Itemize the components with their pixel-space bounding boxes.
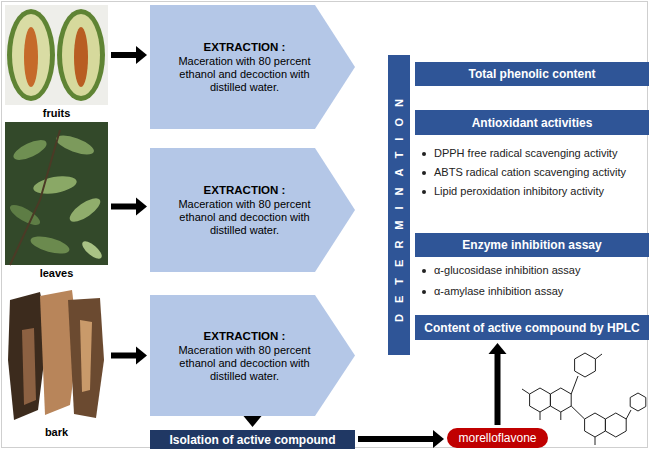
- photo-caption: fruits: [1, 107, 112, 119]
- flow-arrow: [111, 46, 147, 64]
- bullet-dot: [422, 269, 426, 273]
- arrow-head: [136, 46, 147, 64]
- section-header: Total phenolic content: [415, 62, 649, 86]
- step-description: Maceration with 80 percent ethanol and d…: [160, 344, 329, 383]
- box-label: Isolation of active compound: [169, 433, 335, 447]
- step-description: Maceration with 80 percent ethanol and d…: [160, 198, 329, 237]
- arrow-shaft: [111, 204, 138, 210]
- bullet-item: Lipid peroxidation inhibitory activity: [422, 185, 645, 198]
- section-header: Enzyme inhibition assay: [415, 233, 649, 257]
- bullet-text: DPPH free radical scavenging activity: [434, 147, 617, 160]
- extraction-chevron: EXTRACTION :Maceration with 80 percent e…: [150, 148, 355, 272]
- bullet-text: α-glucosidase inhibition assay: [434, 264, 580, 277]
- bark-photo-art: [8, 290, 104, 420]
- arrow-head: [136, 198, 147, 216]
- flow-arrow: [244, 416, 262, 427]
- step-title: EXTRACTION :: [204, 40, 286, 54]
- bullet-item: ABTS radical cation scavenging activity: [422, 166, 645, 179]
- extraction-text: EXTRACTION :Maceration with 80 percent e…: [160, 5, 329, 129]
- arrow-shaft: [111, 52, 138, 58]
- bullet-item: α-glucosidase inhibition assay: [422, 264, 645, 277]
- fruit-photo: fruits: [5, 5, 108, 105]
- bark-photo: bark: [5, 288, 108, 424]
- leaf-photo-art: [5, 122, 108, 265]
- box-label: Content of active compound by HPLC: [424, 321, 639, 335]
- bullet-item: DPPH free radical scavenging activity: [422, 147, 645, 160]
- arrow-shaft: [358, 436, 435, 442]
- extraction-text: EXTRACTION :Maceration with 80 percent e…: [160, 148, 329, 272]
- box-label: Total phenolic content: [468, 67, 595, 81]
- step-title: EXTRACTION :: [204, 329, 286, 343]
- flow-arrow: [111, 347, 147, 365]
- extraction-chevron: EXTRACTION :Maceration with 80 percent e…: [150, 295, 355, 416]
- chevron-outline: [150, 295, 355, 416]
- box-label: Enzyme inhibition assay: [462, 238, 601, 252]
- extraction-text: EXTRACTION :Maceration with 80 percent e…: [160, 295, 329, 416]
- vertical-label: DETERMINATION: [393, 88, 405, 322]
- box-label: morelloflavone: [458, 431, 536, 445]
- flow-arrow: [489, 343, 507, 425]
- bullet-item: α-amylase inhibition assay: [422, 285, 645, 298]
- arrow-head: [489, 343, 507, 354]
- bullet-text: Lipid peroxidation inhibitory activity: [434, 185, 604, 198]
- photo-caption: bark: [1, 426, 112, 438]
- section-header: Antioxidant activities: [415, 110, 649, 135]
- bullet-dot: [422, 171, 426, 175]
- arrow-shaft: [111, 353, 138, 359]
- section-header: Content of active compound by HPLC: [415, 315, 649, 340]
- flow-arrow: [358, 430, 444, 448]
- bullet-text: ABTS radical cation scavenging activity: [434, 166, 626, 179]
- bullet-dot: [422, 290, 426, 294]
- determination-band: DETERMINATION: [388, 55, 410, 355]
- step-title: EXTRACTION :: [204, 183, 286, 197]
- leaf-photo: leaves: [5, 122, 108, 265]
- flow-arrow: [111, 198, 147, 216]
- arrow-head: [433, 430, 444, 448]
- bullet-text: α-amylase inhibition assay: [434, 285, 563, 298]
- step-description: Maceration with 80 percent ethanol and d…: [160, 55, 329, 94]
- photo-caption: leaves: [1, 267, 112, 279]
- chevron-outline: [150, 5, 355, 129]
- arrow-head: [136, 347, 147, 365]
- isolation-box: Isolation of active compound: [150, 430, 355, 449]
- fruit-photo-art: [5, 5, 108, 105]
- chevron-outline: [150, 148, 355, 272]
- bullet-dot: [422, 152, 426, 156]
- box-label: Antioxidant activities: [472, 116, 593, 130]
- bullet-dot: [422, 190, 426, 194]
- extraction-chevron: EXTRACTION :Maceration with 80 percent e…: [150, 5, 355, 129]
- compound-pill: morelloflavone: [447, 428, 548, 448]
- arrow-shaft: [495, 352, 501, 425]
- arrow-head: [244, 416, 262, 427]
